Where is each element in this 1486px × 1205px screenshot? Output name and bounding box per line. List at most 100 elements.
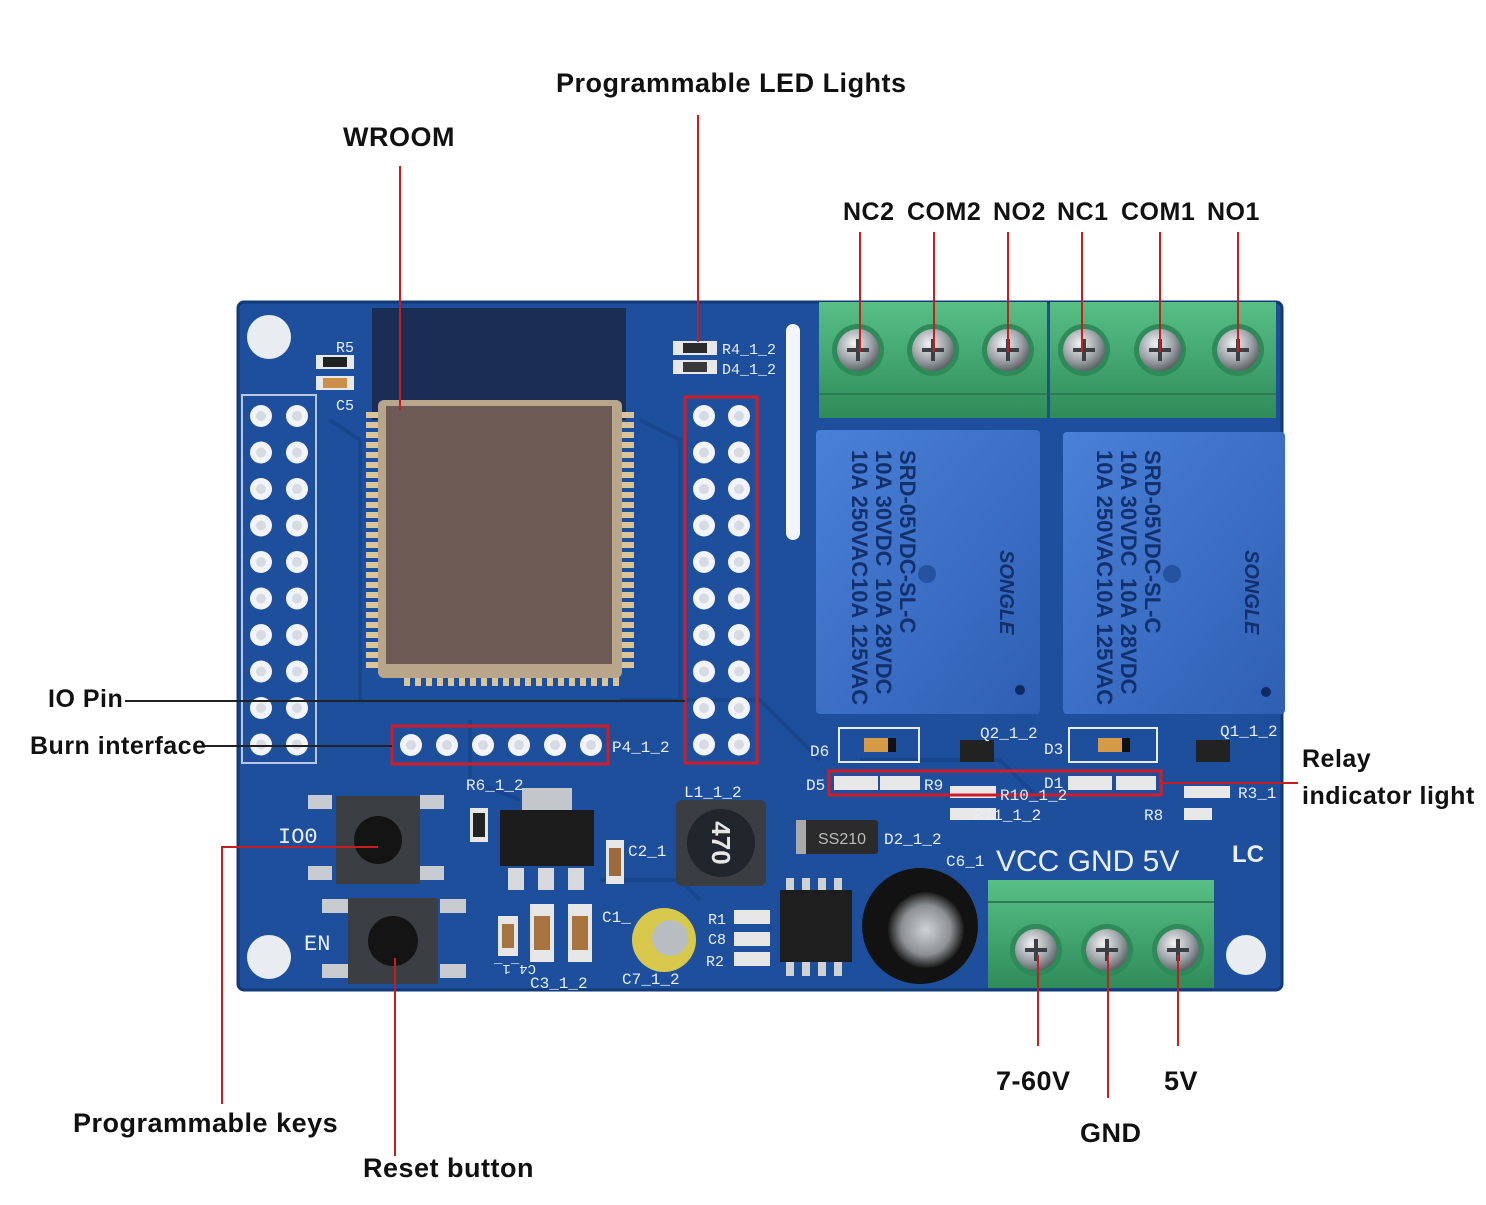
- header-pin: [728, 660, 750, 683]
- header-pin: [693, 514, 715, 537]
- relay-1-line2: 10A 30VDC: [1116, 450, 1141, 567]
- silk-d3: D3: [1044, 741, 1063, 759]
- relay-2-line2: 10A 30VDC: [871, 450, 896, 567]
- silk-r8: R8: [1144, 807, 1163, 825]
- callout-gnd: GND: [1080, 1118, 1142, 1148]
- header-pin: [250, 733, 272, 756]
- header-pin: [693, 551, 715, 573]
- header-pin: [286, 733, 308, 756]
- programmable-led: [673, 341, 717, 374]
- header-pin: [250, 551, 272, 573]
- header-pin: [728, 478, 750, 500]
- relay-terminal-label-com1: COM1: [1121, 198, 1196, 226]
- header-pin: [693, 478, 715, 500]
- header-pin: [544, 734, 566, 756]
- silk-c6: C6_1: [946, 853, 984, 871]
- header-pin: [286, 697, 308, 719]
- r5-resistor: [316, 355, 354, 390]
- callout-lines: [221, 115, 1298, 1156]
- header-pin: [250, 697, 272, 719]
- header-pin: [508, 734, 530, 756]
- burn-interface-header: [400, 734, 602, 756]
- header-pin: [250, 660, 272, 683]
- silk-power: VCC GND 5V: [996, 845, 1179, 878]
- header-pin: [250, 514, 272, 537]
- diode-label: SS210: [818, 831, 866, 848]
- io0-button[interactable]: [308, 795, 444, 884]
- silk-c7: C7_1_2: [622, 971, 680, 989]
- relay-2-line1: 10A 250VAC: [847, 450, 872, 577]
- header-pin: [286, 551, 308, 573]
- callout-5v: 5V: [1164, 1066, 1199, 1096]
- silk-q2: Q2_1_2: [980, 725, 1038, 743]
- header-pin: [286, 624, 308, 646]
- header-pin: [250, 587, 272, 610]
- soic-chip: [780, 878, 852, 976]
- silk-r2: R2: [706, 954, 724, 971]
- voltage-regulator: [500, 788, 594, 890]
- silk-p4: P4_1_2: [612, 739, 670, 757]
- silk-lc: LC: [1232, 841, 1264, 868]
- wroom-module: [366, 308, 634, 686]
- header-pin: [693, 441, 715, 464]
- header-pin: [693, 624, 715, 646]
- header-pin: [250, 441, 272, 464]
- callout-io-pin: IO Pin: [48, 685, 124, 713]
- silk-r1: R1: [708, 912, 726, 929]
- terminal-screw: [832, 324, 884, 376]
- silk-c4: C4_1_: [493, 960, 536, 976]
- en-button[interactable]: [322, 898, 466, 984]
- relay-terminal-label-nc2: NC2: [843, 198, 895, 226]
- silk-d2: D2_1_2: [884, 831, 942, 849]
- header-pin: [693, 587, 715, 610]
- inductor: 470: [676, 800, 766, 886]
- inductor-label: 470: [706, 821, 736, 864]
- silk-q1: Q1_1_2: [1220, 723, 1278, 741]
- header-pin: [286, 478, 308, 500]
- header-pin: [728, 697, 750, 719]
- relay-1: 10A 250VAC 10A 30VDC SRD-05VDC-SL-C 10A …: [1063, 432, 1285, 714]
- callout-reset-button: Reset button: [363, 1153, 534, 1183]
- relay-1-line5: 10A 28VDC: [1116, 578, 1141, 695]
- silk-c1: C1_: [602, 909, 631, 927]
- relay-2-model: SRD-05VDC-SL-C: [895, 450, 920, 633]
- header-pin: [728, 405, 750, 427]
- electrolytic-capacitor: [862, 868, 978, 984]
- header-pin: [728, 551, 750, 573]
- header-pin: [728, 514, 750, 537]
- silk-r10: R10_1_2: [1000, 787, 1067, 805]
- callout-7-60v: 7-60V: [996, 1066, 1071, 1096]
- silk-d4: D4_1_2: [722, 362, 776, 379]
- relay-1-brand: SONGLE: [1240, 550, 1262, 635]
- header-pin: [400, 734, 422, 756]
- relay-terminal-label-com2: COM2: [907, 198, 982, 226]
- relay-terminal-label-nc1: NC1: [1057, 198, 1109, 226]
- header-pin: [250, 624, 272, 646]
- silk-d1: D1: [1044, 775, 1063, 793]
- silk-d5: D5: [806, 777, 825, 795]
- relay-1-model: SRD-05VDC-SL-C: [1140, 450, 1165, 633]
- silk-r11: R11_1_2: [974, 807, 1041, 825]
- ss210-diode: SS210: [796, 820, 878, 854]
- silk-c2: C2_1: [628, 843, 666, 861]
- header-pin: [286, 514, 308, 537]
- silk-r5: R5: [336, 340, 354, 357]
- header-pin: [693, 733, 715, 756]
- power-terminal-screw: [1081, 924, 1133, 976]
- header-pin: [436, 734, 458, 756]
- relay-terminal-label-no1: NO1: [1207, 198, 1260, 226]
- header-pin: [693, 405, 715, 427]
- header-pin: [728, 624, 750, 646]
- header-pin: [693, 660, 715, 683]
- header-pin: [472, 734, 494, 756]
- callout-programmable-keys: Programmable keys: [73, 1108, 339, 1138]
- callout-programmable-led-lights: Programmable LED Lights: [556, 68, 907, 98]
- silk-r6: R6_1_2: [466, 777, 524, 795]
- header-pin: [286, 441, 308, 464]
- relay-2-line4: 10A 125VAC: [847, 578, 872, 705]
- header-pin: [728, 587, 750, 610]
- relay-1-line4: 10A 125VAC: [1092, 578, 1117, 705]
- header-pin: [693, 697, 715, 719]
- left-pin-header: [241, 394, 317, 764]
